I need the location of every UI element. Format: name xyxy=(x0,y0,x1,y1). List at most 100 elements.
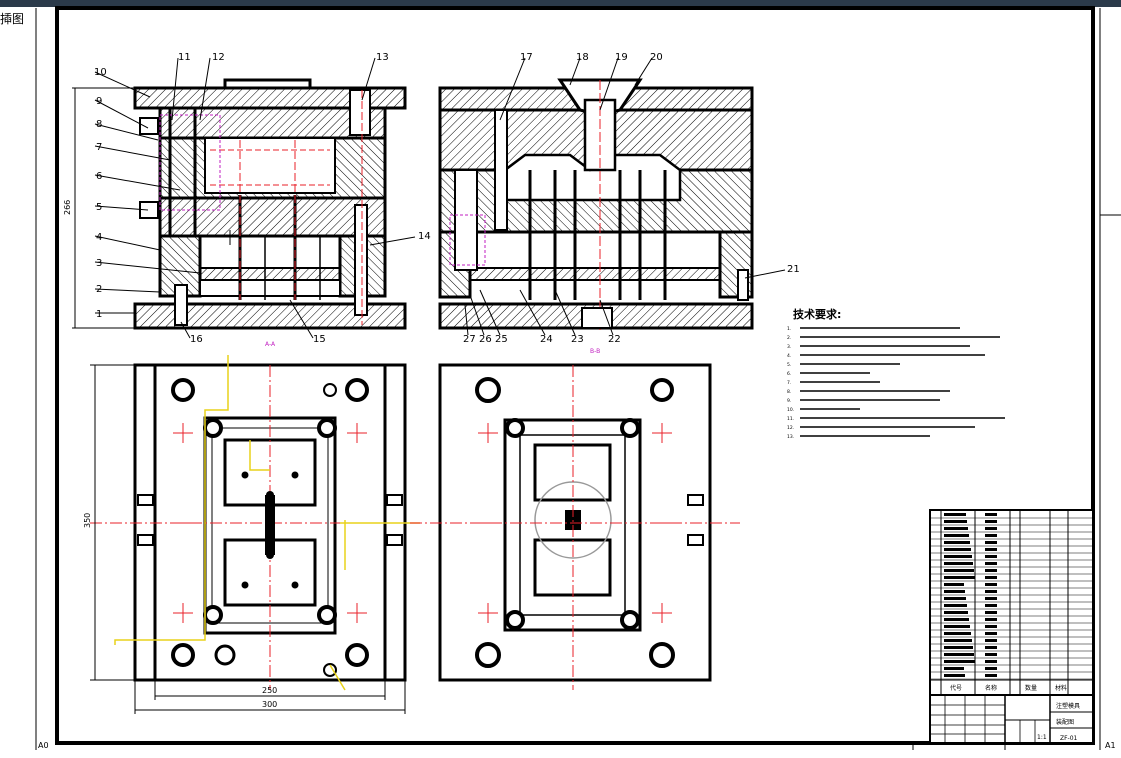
callout-26: 26 xyxy=(479,334,492,345)
corner-mark-bottom-right: A1 xyxy=(1105,741,1116,750)
callout-4: 4 xyxy=(96,232,102,243)
parts-list-cell-mark xyxy=(944,618,969,621)
tech-req-item-5: 5. xyxy=(787,362,791,368)
parts-list-cell-mark xyxy=(985,590,997,593)
section-label-bb: B-B xyxy=(590,348,600,355)
tech-req-item-9: 9. xyxy=(787,398,791,404)
parts-list-cell-mark xyxy=(985,520,997,523)
tech-req-item-3: 3. xyxy=(787,344,791,350)
parts-list-cell-mark xyxy=(944,639,972,642)
parts-list-cell-mark xyxy=(944,625,970,628)
parts-list-cell-mark xyxy=(985,674,997,677)
callout-8: 8 xyxy=(96,119,102,130)
callout-23: 23 xyxy=(571,334,584,345)
tech-req-item-10: 10. xyxy=(787,407,794,413)
parts-list-cell-mark xyxy=(944,555,972,558)
parts-list-cell-mark xyxy=(985,604,997,607)
parts-list-cell-mark xyxy=(944,660,975,663)
callout-2: 2 xyxy=(96,284,102,295)
parts-list-cell-mark xyxy=(944,611,968,614)
parts-list-cell-mark xyxy=(944,632,971,635)
parts-list-cell-mark xyxy=(944,569,974,572)
callout-19: 19 xyxy=(615,52,628,63)
top-toolbar-strip xyxy=(0,0,1121,7)
technical-requirements: 技术要求: 1. 2. 3. 4. 5. 6. 7. 8. 9. 10. 11.… xyxy=(787,307,1005,440)
col-header-code: 代号 xyxy=(950,684,962,692)
parts-list-cell-mark xyxy=(985,541,997,544)
corner-mark-bottom-left: A0 xyxy=(38,741,49,750)
col-header-name: 名称 xyxy=(985,684,997,692)
parts-list-cell-mark xyxy=(985,639,997,642)
tech-req-item-7: 7. xyxy=(787,380,791,386)
callout-14: 14 xyxy=(418,231,431,242)
parts-list-cell-mark xyxy=(944,562,973,565)
parts-list-cell-mark xyxy=(985,527,997,530)
parts-list-cell-mark xyxy=(944,667,964,670)
dim-300: 300 xyxy=(262,700,277,709)
callout-25: 25 xyxy=(495,334,508,345)
callout-18: 18 xyxy=(576,52,589,63)
tech-req-item-12: 12. xyxy=(787,425,794,431)
callout-27: 27 xyxy=(463,334,476,345)
tech-req-item-6: 6. xyxy=(787,371,791,377)
parts-list-cell-mark xyxy=(985,618,997,621)
callout-17: 17 xyxy=(520,52,533,63)
part-name: 装配图 xyxy=(1056,718,1074,726)
callout-5: 5 xyxy=(96,202,102,213)
tech-req-item-11: 11. xyxy=(787,416,794,422)
dim-350: 350 xyxy=(83,513,92,528)
parts-list-cell-mark xyxy=(985,653,997,656)
drawing-number: ZF-01 xyxy=(1060,735,1078,742)
parts-list-table: 代号 名称 数量 材料 xyxy=(929,509,1094,696)
col-header-qty: 数量 xyxy=(1025,684,1037,692)
callout-12: 12 xyxy=(212,52,225,63)
callout-9: 9 xyxy=(96,96,102,107)
plan-view-moving-half xyxy=(90,355,430,714)
parts-list-cell-mark xyxy=(985,583,997,586)
plan-view-fixed-half xyxy=(410,363,740,690)
drawing-border xyxy=(55,6,1095,745)
parts-list-cell-mark xyxy=(985,569,997,572)
callout-7: 7 xyxy=(96,142,102,153)
parts-list-cell-mark xyxy=(944,541,970,544)
dimension-labels: 266 350 250 300 xyxy=(63,200,277,709)
parts-list-cell-mark xyxy=(985,646,997,649)
drawing-title: 注塑模具 xyxy=(1056,702,1080,710)
callout-13: 13 xyxy=(376,52,389,63)
drawing-scale: 1:1 xyxy=(1037,734,1047,741)
section-labels: A-A B-B xyxy=(265,341,600,355)
callout-6: 6 xyxy=(96,171,102,182)
parts-list-cell-mark xyxy=(944,583,964,586)
parts-list-cell-mark xyxy=(985,660,997,663)
tech-req-item-8: 8. xyxy=(787,389,791,395)
callout-16: 16 xyxy=(190,334,203,345)
callout-20: 20 xyxy=(650,52,663,63)
callout-1: 1 xyxy=(96,309,102,320)
parts-list-cell-mark xyxy=(985,632,997,635)
callout-11: 11 xyxy=(178,52,191,63)
parts-list-cell-mark xyxy=(944,534,969,537)
parts-list-cell-mark xyxy=(985,667,997,670)
side-section-view xyxy=(438,78,754,330)
col-header-material: 材料 xyxy=(1055,684,1067,692)
parts-list-cell-mark xyxy=(985,562,997,565)
parts-list-cell-mark xyxy=(985,548,997,551)
callout-labels: 10 11 12 13 9 8 7 6 5 4 3 2 1 16 15 14 1… xyxy=(94,52,800,345)
tech-req-item-13: 13. xyxy=(787,434,794,440)
parts-list-cell-mark xyxy=(944,513,966,516)
front-section-view xyxy=(72,78,407,330)
parts-list-cell-mark xyxy=(944,604,967,607)
callout-22: 22 xyxy=(608,334,621,345)
parts-list-cell-mark xyxy=(985,576,997,579)
parts-list-cell-mark xyxy=(985,597,997,600)
parts-list-cell-mark xyxy=(985,625,997,628)
callout-leaders xyxy=(94,57,786,339)
parts-list-cell-mark xyxy=(944,674,965,677)
parts-list-cell-mark xyxy=(944,527,968,530)
parts-list-cell-mark xyxy=(944,520,967,523)
tech-req-item-4: 4. xyxy=(787,353,791,359)
parts-list-cell-mark xyxy=(985,555,997,558)
dim-266: 266 xyxy=(63,200,72,215)
parts-list-cell-mark xyxy=(944,590,965,593)
